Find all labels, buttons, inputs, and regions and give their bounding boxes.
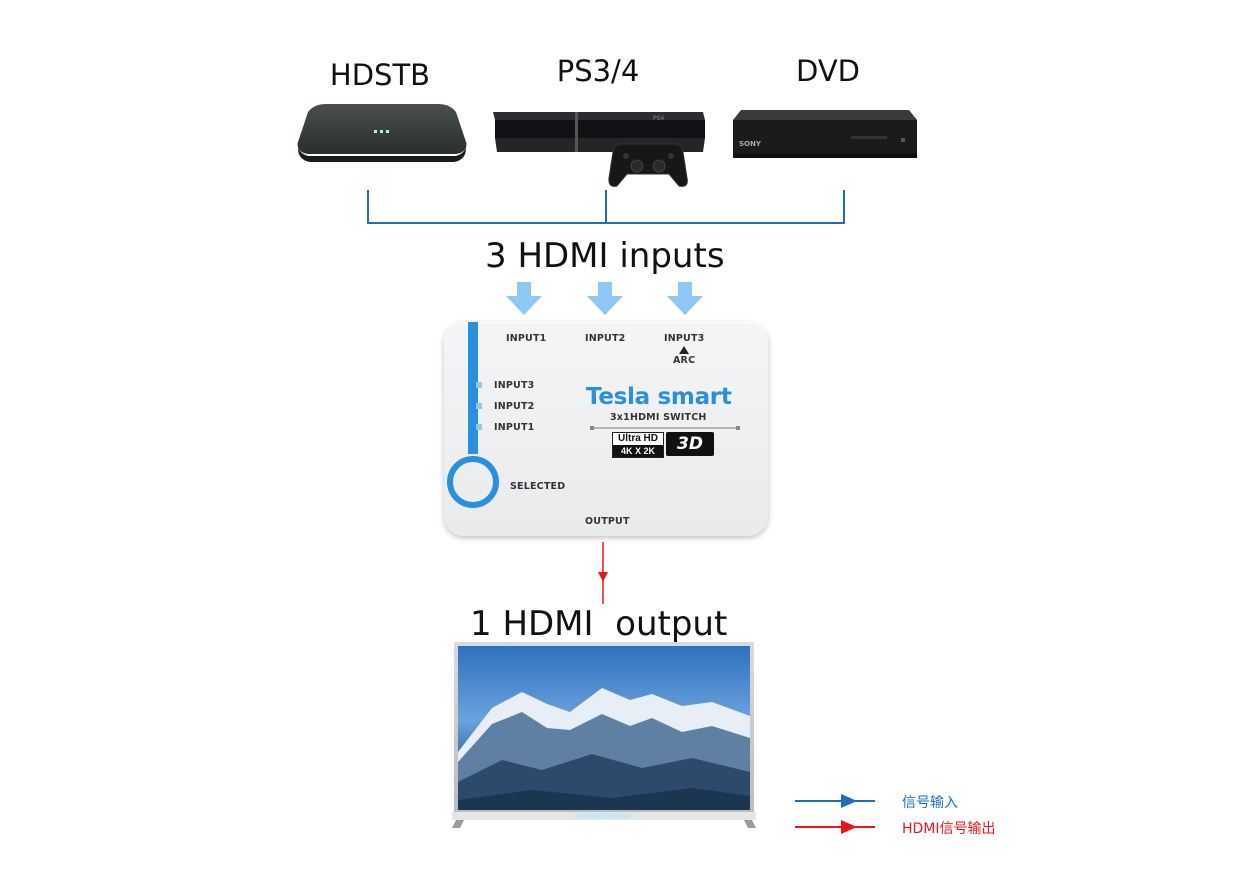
model-label: 3x1HDMI SWITCH bbox=[610, 412, 707, 423]
dvd-player-icon: SONY bbox=[733, 110, 917, 158]
ultra-hd-badge: Ultra HD 4K X 2K bbox=[612, 432, 664, 458]
legend-output-arrow bbox=[795, 820, 875, 834]
input-connector-lines bbox=[367, 190, 845, 224]
output-arrow bbox=[598, 542, 608, 604]
source-label-dvd: DVD bbox=[796, 54, 860, 88]
source-label-hdstb: HDSTB bbox=[329, 58, 431, 92]
port-label-input1: INPUT1 bbox=[506, 333, 547, 344]
port-label-input3: INPUT3 bbox=[664, 333, 705, 344]
game-console-icon: PS4 bbox=[493, 112, 705, 187]
inputs-caption: 3 HDMI inputs bbox=[485, 236, 725, 276]
svg-text:PS4: PS4 bbox=[653, 115, 664, 122]
svg-text:SONY: SONY bbox=[739, 140, 762, 148]
3d-badge: 3D bbox=[666, 432, 714, 456]
output-caption: 1 HDMI output bbox=[470, 604, 728, 644]
set-top-box-icon bbox=[297, 104, 467, 162]
legend-input-label: 信号输入 bbox=[902, 795, 958, 811]
selected-label: SELECTED bbox=[510, 481, 566, 492]
arc-label: ARC bbox=[673, 355, 696, 366]
ultra-hd-text: Ultra HD bbox=[617, 433, 658, 444]
input-arrow-3 bbox=[667, 282, 703, 315]
port-label-input2: INPUT2 bbox=[585, 333, 626, 344]
led-input3 bbox=[476, 382, 482, 388]
legend-input-arrow bbox=[795, 794, 875, 808]
model-underline bbox=[590, 426, 740, 430]
led-input2 bbox=[476, 403, 482, 409]
resolution-text: 4K X 2K bbox=[613, 445, 663, 457]
led-label-input2: INPUT2 bbox=[494, 401, 535, 412]
led-label-input1: INPUT1 bbox=[494, 422, 535, 433]
television-icon bbox=[452, 642, 756, 828]
source-label-ps: PS3/4 bbox=[556, 54, 640, 88]
output-port-label: OUTPUT bbox=[585, 516, 630, 527]
selector-bar bbox=[447, 322, 499, 508]
input-arrow-2 bbox=[587, 282, 623, 315]
hdmi-switch: INPUT3 INPUT2 INPUT1 SELECTED INPUT1 INP… bbox=[444, 322, 768, 536]
brand-logo: Tesla smart bbox=[586, 384, 732, 410]
legend-output-label: HDMI信号输出 bbox=[902, 821, 996, 837]
led-label-input3: INPUT3 bbox=[494, 380, 535, 391]
input-arrow-1 bbox=[506, 282, 542, 315]
arc-triangle-icon bbox=[679, 346, 689, 354]
led-input1 bbox=[476, 424, 482, 430]
